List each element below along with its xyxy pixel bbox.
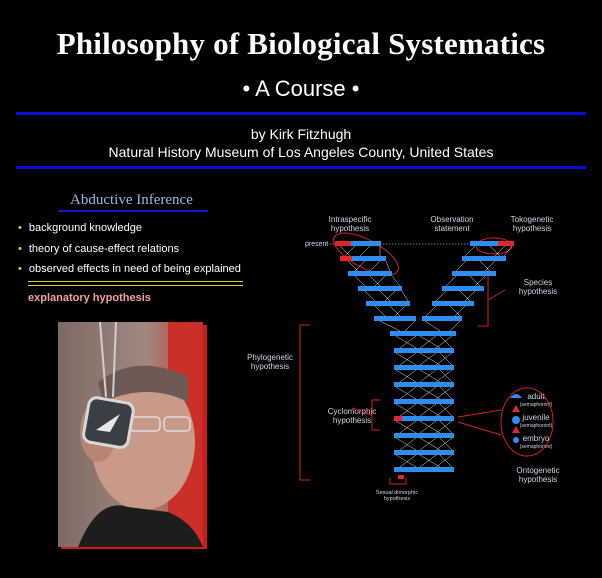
- right-arm: [422, 241, 514, 321]
- phylogeny-network: [335, 241, 514, 479]
- author-name: by Kirk Fitzhugh: [250, 126, 352, 142]
- observation-label-2: statement: [434, 224, 470, 233]
- ontogenetic-label-2: hypothesis: [519, 475, 557, 484]
- tokogenetic-label-1: Tokogenetic: [511, 215, 554, 224]
- author-photo: [58, 322, 203, 547]
- embryo-sub-label: (semaphoront): [520, 444, 553, 450]
- abductive-inference-heading: Abductive Inference: [70, 192, 193, 208]
- species-bracket: [478, 271, 489, 327]
- page-title: Philosophy of Biological Systematics: [56, 26, 546, 61]
- abductive-heading-underline: [58, 210, 208, 212]
- species-label-2: hypothesis: [519, 287, 557, 296]
- arrow-up-icon: [512, 405, 520, 412]
- juvenile-sub-label: (semaphoront): [520, 423, 553, 429]
- author-photo-image: [58, 322, 203, 547]
- list-item: •background knowledge: [18, 222, 142, 234]
- phylogenetic-label-1: Phylogenetic: [247, 353, 293, 362]
- intraspecific-label-2: hypothesis: [331, 224, 369, 233]
- embryo-icon: [513, 437, 519, 443]
- list-item: •observed effects in need of being expla…: [18, 263, 241, 275]
- semaphoront-icons: [510, 394, 522, 443]
- header-divider-bottom: [16, 166, 586, 169]
- bullet-icon: •: [18, 242, 22, 255]
- ontogenetic-ellipse: [500, 387, 554, 457]
- adult-icon: [510, 394, 522, 398]
- tokogenetic-label-2: hypothesis: [513, 224, 551, 233]
- author-block: by Kirk Fitzhugh Natural History Museum …: [0, 125, 602, 161]
- juvenile-label: juvenile: [521, 413, 550, 422]
- explanatory-hypothesis-label: explanatory hypothesis: [28, 292, 151, 304]
- photo-frame-shadow-bottom: [61, 545, 207, 549]
- systematics-diagram: Intraspecific hypothesis Observation sta…: [247, 215, 559, 502]
- juvenile-icon: [512, 416, 520, 424]
- cyclomorphic-label-1: Cyclomorphic: [328, 407, 376, 416]
- sexual-dimorphic-label-2: hypothesis: [384, 496, 411, 502]
- inference-line-2: [28, 285, 243, 286]
- inference-line-1: [28, 281, 243, 282]
- page-subtitle: • A Course •: [242, 76, 360, 101]
- list-item: •theory of cause-effect relations: [18, 242, 180, 255]
- trunk: [390, 331, 456, 472]
- sexual-bracket: [389, 478, 407, 485]
- arrow-up-icon-2: [512, 426, 520, 433]
- bullet-icon: •: [18, 222, 22, 234]
- observation-label-1: Observation: [430, 215, 473, 224]
- intraspecific-label-1: Intraspecific: [329, 215, 372, 224]
- adult-label: adult: [527, 392, 545, 401]
- left-arm: [335, 241, 416, 321]
- adult-sub-label: (semaphoront): [520, 402, 553, 408]
- ontogenetic-label-1: Ontogenetic: [516, 466, 559, 475]
- present-label: present: [305, 241, 328, 248]
- header-divider-top: [16, 112, 586, 115]
- cyclomorphic-label-2: hypothesis: [333, 416, 371, 425]
- sexual-dimorphic-label-1: Sexual dimorphic: [376, 490, 418, 496]
- species-label-1: Species: [524, 278, 552, 287]
- phylogenetic-label-2: hypothesis: [251, 362, 289, 371]
- embryo-label: embryo: [523, 434, 550, 443]
- phylogenetic-bracket: [299, 324, 310, 481]
- bullet-icon: •: [18, 263, 22, 275]
- author-affiliation: Natural History Museum of Los Angeles Co…: [108, 144, 494, 160]
- photo-frame-shadow: [203, 325, 207, 549]
- premise-list: •background knowledge •theory of cause-e…: [18, 221, 241, 283]
